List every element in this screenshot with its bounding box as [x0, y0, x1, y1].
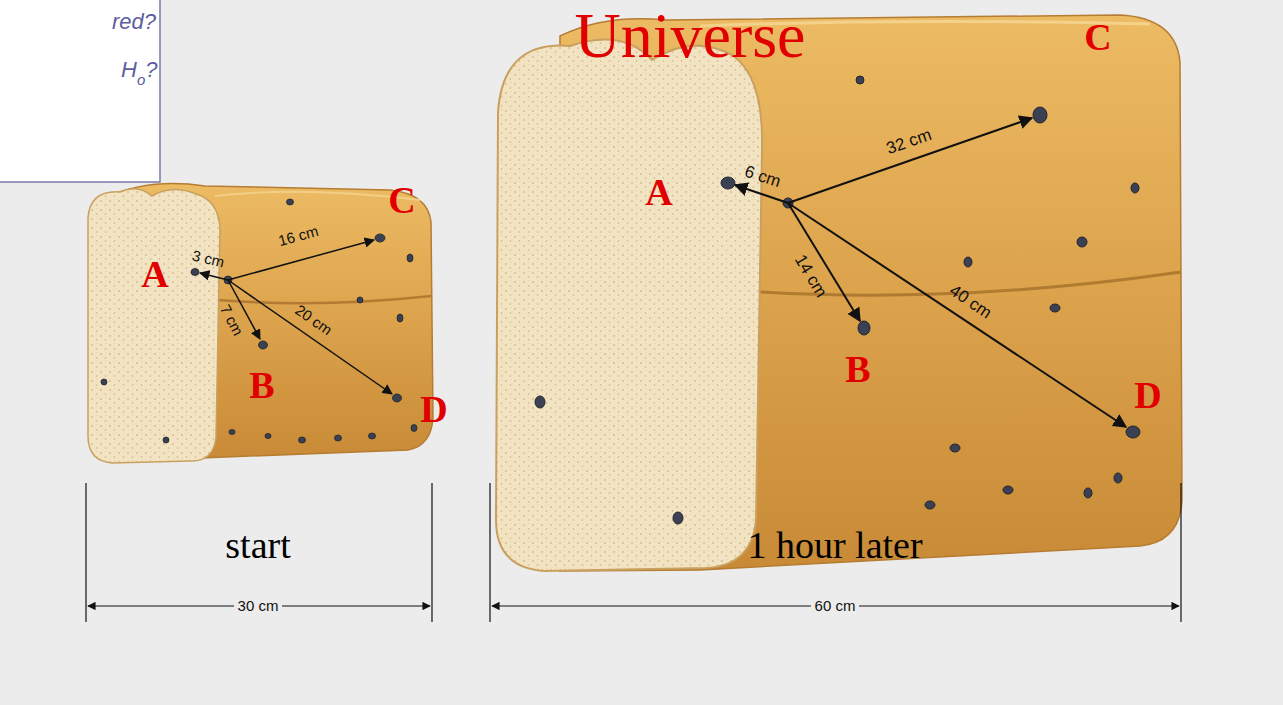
box-border: [0, 0, 160, 182]
distance-label: 6 cm: [742, 162, 783, 191]
point-label: B: [249, 365, 274, 407]
distance-label: 16 cm: [276, 223, 320, 250]
distance-label: 14 cm: [790, 251, 830, 300]
title: Universe: [574, 4, 805, 68]
point-label: C: [1084, 17, 1111, 59]
question-box: [0, 0, 160, 182]
caption-text: start: [225, 525, 290, 567]
dimension-label: 60 cm: [811, 598, 860, 615]
large-loaf: [496, 15, 1182, 571]
point-label: C: [388, 180, 415, 222]
dimension-label: 30 cm: [234, 598, 283, 615]
question-text: ?: [145, 58, 157, 82]
distance-label: 20 cm: [292, 302, 335, 339]
caption-text: 1 hour later: [747, 525, 922, 567]
distance-label: 3 cm: [190, 247, 225, 270]
question-text: red?: [112, 10, 156, 34]
dimension-lines: [86, 483, 1181, 622]
subscript-text: o: [137, 72, 145, 89]
point-label: D: [420, 389, 447, 431]
point-label: B: [845, 349, 870, 391]
point-label: A: [645, 172, 672, 214]
distance-label: 7 cm: [216, 302, 246, 338]
distance-label: 32 cm: [884, 126, 934, 159]
question-text: H: [121, 58, 137, 82]
distance-label: 40 cm: [946, 281, 995, 322]
small-loaf: [88, 184, 433, 463]
point-label: D: [1134, 375, 1161, 417]
point-label: A: [141, 254, 168, 296]
